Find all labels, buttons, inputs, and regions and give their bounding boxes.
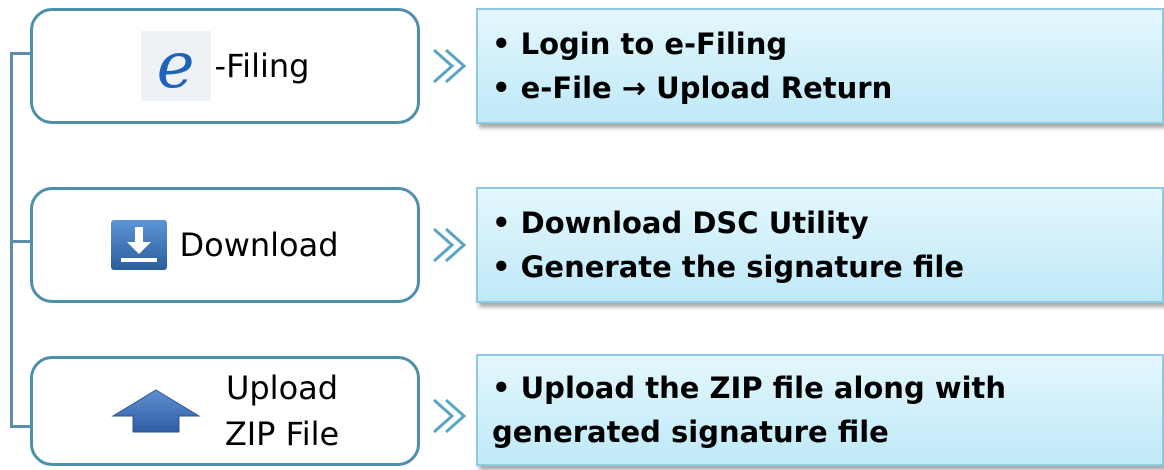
step-download: Download [30, 187, 420, 303]
step-upload-label-line1: Upload [225, 369, 339, 407]
efiling-logo-letter: e [156, 29, 195, 103]
chevron-right-icon [433, 48, 467, 84]
detail-efiling: • Login to e-Filing • e-File → Upload Re… [476, 8, 1164, 124]
detail-efiling-bullet-2: • e-File → Upload Return [492, 71, 893, 105]
chevron-right-icon [433, 398, 467, 434]
detail-upload-bullet-1: • Upload the ZIP file along with [492, 371, 1007, 405]
step-upload: Upload ZIP File [30, 356, 420, 466]
step-efiling-label: -Filing [214, 47, 310, 85]
upload-arrow-icon [111, 389, 201, 433]
detail-upload-bullet-2: generated signature file [492, 415, 889, 449]
connector-branch-2 [10, 240, 32, 243]
chevron-right-icon [433, 227, 467, 263]
connector-branch-1 [10, 52, 32, 55]
detail-download: • Download DSC Utility • Generate the si… [476, 187, 1164, 303]
step-upload-label-line2: ZIP File [224, 415, 340, 453]
detail-upload: • Upload the ZIP file along with generat… [476, 354, 1164, 466]
detail-efiling-bullet-1: • Login to e-Filing [492, 27, 788, 61]
efiling-logo-icon: e [140, 29, 211, 103]
connector-branch-3 [10, 425, 32, 428]
detail-download-bullet-1: • Download DSC Utility [492, 206, 869, 240]
download-icon [111, 220, 168, 270]
step-download-label: Download [179, 226, 339, 264]
step-efiling: e -Filing [30, 8, 420, 124]
detail-download-bullet-2: • Generate the signature file [492, 250, 965, 284]
